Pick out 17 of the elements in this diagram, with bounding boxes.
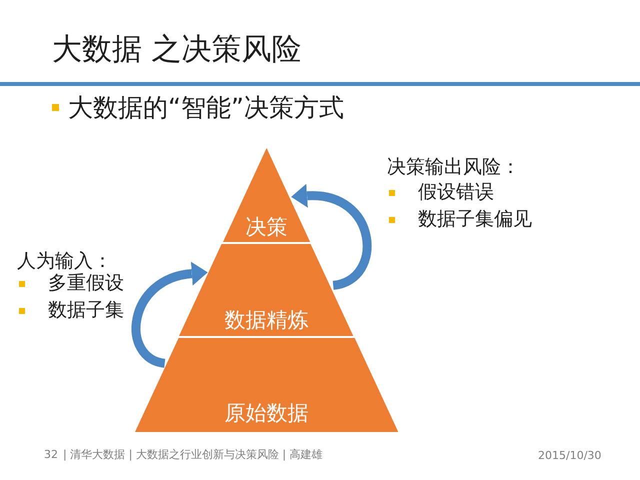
page-number: 32 (44, 447, 58, 463)
bullet-text: 大数据的“智能”决策方式 (68, 92, 344, 123)
list-item: 数据子集 (48, 300, 124, 321)
slide-title: 大数据 之决策风险 (52, 31, 302, 69)
list-heading: 决策输出风险： (387, 157, 520, 178)
pyramid-tier (134, 338, 398, 432)
tier-label: 原始数据 (224, 401, 308, 425)
tier-label: 决策 (245, 215, 288, 239)
pyramid-tier (222, 148, 310, 242)
pyramid-tier (179, 244, 354, 336)
tier-label: 数据精炼 (224, 308, 308, 332)
date-text: 2015/10/30 (538, 448, 602, 464)
footer-text: | 清华大数据 | 大数据之行业创新与决策风险 | 高建雄 (63, 447, 323, 463)
list-item: 数据子集偏见 (418, 209, 532, 230)
list-item: 假设错误 (418, 182, 494, 203)
list-item: 多重假设 (48, 273, 124, 294)
list-heading: 人为输入： (17, 251, 112, 272)
